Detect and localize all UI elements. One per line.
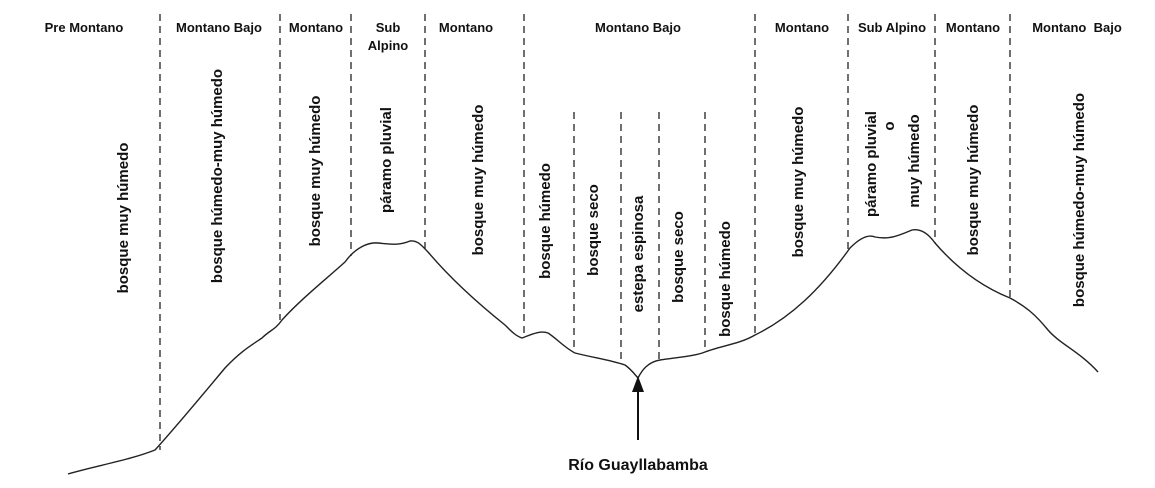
belt-label-sub-alpino-left-line2: Alpino [368,38,408,53]
zone-label-3: bosque muy húmedo [307,96,324,247]
zone-label-5: bosque muy húmedo [470,105,487,256]
belt-label-montano-bajo-left: Montano Bajo [176,20,262,35]
zone-label-12-connector: o [881,121,898,130]
zone-label-9: bosque seco [670,211,687,303]
zone-label-13: bosque muy húmedo [965,105,982,256]
zone-label-4: páramo pluvial [378,107,395,213]
zone-label-1: bosque muy húmedo [115,143,132,294]
zone-label-2: bosque húmedo-muy húmedo [209,69,226,283]
belt-label-montano-left: Montano [289,20,343,35]
zone-label-6: bosque húmedo [537,163,554,279]
zone-label-8: estepa espinosa [630,195,647,312]
zone-label-10: bosque húmedo [717,221,734,337]
belt-label-sub-alpino-left-line1: Sub [376,20,401,35]
zone-label-12-line1: páramo pluvial [863,111,880,217]
belt-label-montano-right: Montano [946,20,1000,35]
river-arrow-head [632,376,644,392]
terrain-profile-line [67,228,1099,475]
belt-label-montano-bajo-right: Montano Bajo [1032,20,1122,35]
zone-label-12-line2: muy húmedo [906,114,923,207]
belt-label-montano-bajo-center: Montano Bajo [595,20,681,35]
zone-label-7: bosque seco [585,184,602,276]
river-label: Río Guayllabamba [568,457,708,474]
zone-label-14: bosque húmedo-muy húmedo [1071,93,1088,307]
belt-label-sub-alpino-right: Sub Alpino [858,20,926,35]
belt-label-montano-center-left: Montano [439,20,493,35]
belt-label-pre-montano: Pre Montano [45,20,124,35]
belt-label-montano-center-right: Montano [775,20,829,35]
zone-label-11: bosque muy húmedo [790,107,807,258]
